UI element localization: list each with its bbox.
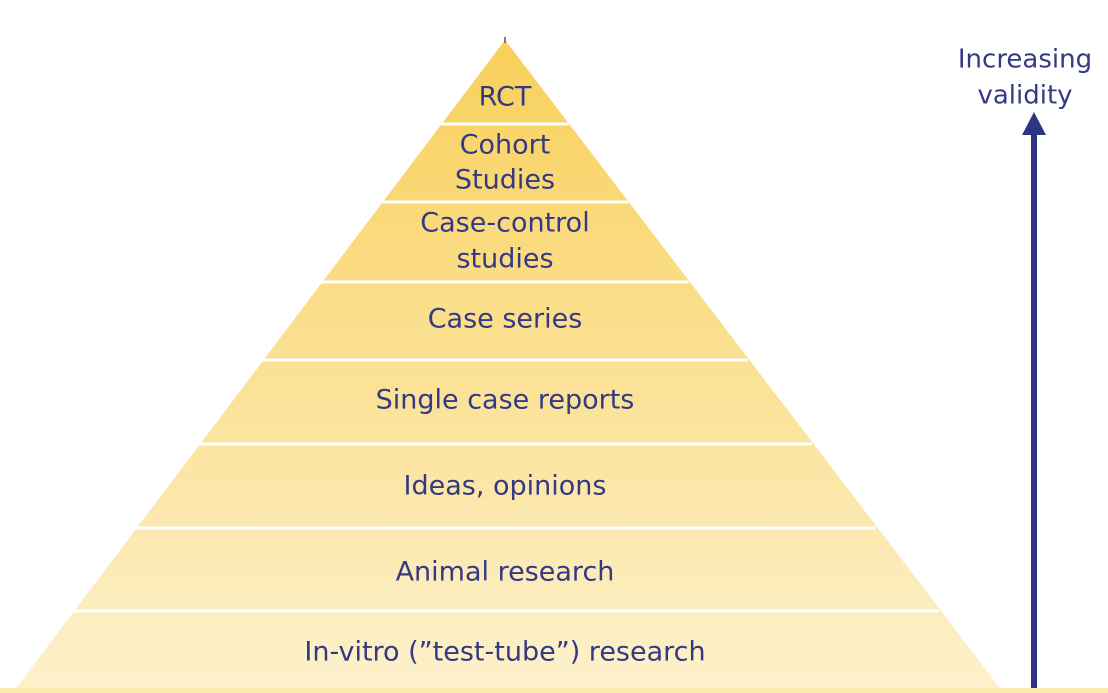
tier-label: Case series [428,304,583,335]
axis-label-line-2: validity [977,81,1072,111]
tier-label: Animal research [396,557,615,588]
tier-label: Studies [455,165,555,196]
tier-label: Cohort [460,130,551,161]
tier-label: RCT [479,82,532,113]
tier-separators [71,122,939,613]
tier-label: In-vitro (”test-tube”) research [304,637,705,668]
tier-label: Single case reports [376,385,635,416]
tier-label: Case-control [420,208,589,239]
pyramid-shape [16,40,1000,688]
axis-label-line-1: Increasing [958,45,1092,75]
tier-label: Ideas, opinions [404,471,607,502]
validity-arrow-head-icon [1022,112,1046,135]
tier-label: studies [456,244,553,275]
base-band [0,688,1108,693]
